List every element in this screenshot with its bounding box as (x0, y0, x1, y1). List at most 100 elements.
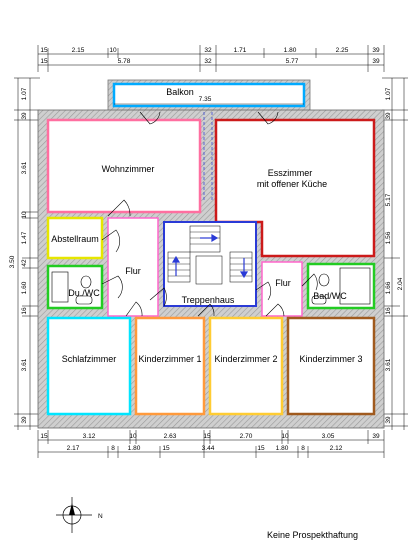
toilet-icon (318, 273, 330, 287)
dim-label: 3.44 (202, 445, 215, 452)
dim-label: 1.80 (284, 47, 297, 54)
dim-label: 32 (204, 58, 212, 65)
door-icon (265, 303, 285, 317)
doors (101, 111, 318, 317)
dim-label: 42 (21, 259, 28, 267)
balcony: Balkon 7.35 (107, 79, 311, 113)
dimension-lines-right (382, 77, 408, 430)
dim-label: 5.77 (286, 58, 299, 65)
dim-label: 2.25 (336, 47, 349, 54)
dim-label: 2.04 (397, 277, 404, 290)
dim-label: 16 (385, 307, 392, 315)
room-wohnzimmer (46, 118, 202, 214)
dimension-labels-bottom-row1: 15 3.12 10 2.63 15 2.70 10 3.05 39 (40, 433, 380, 440)
dimension-labels-top-row1: 15 2.15 10 32 1.71 1.80 2.25 39 (40, 47, 380, 54)
dim-label: 10 (109, 47, 117, 54)
dim-label: 8 (111, 445, 115, 452)
door-icon (101, 275, 123, 299)
dim-label: 15 (203, 433, 211, 440)
dim-label: 15 (40, 47, 48, 54)
room-label-kinderzimmer-2: Kinderzimmer 2 (214, 354, 277, 364)
door-icon (139, 111, 161, 125)
dim-label: 10 (281, 433, 289, 440)
dim-label: 2.63 (164, 433, 177, 440)
room-kinderzimmer-3 (286, 316, 376, 416)
room-schlafzimmer (46, 316, 132, 416)
room-label-flur-right: Flur (275, 278, 291, 288)
dim-label: 15 (162, 445, 170, 452)
dim-label: 15 (40, 58, 48, 65)
dim-label: 2.70 (240, 433, 253, 440)
room-labels: Wohnzimmer Esszimmer mit offener Küche A… (51, 164, 362, 364)
room-label-wohnzimmer: Wohnzimmer (102, 164, 155, 174)
door-icon (125, 301, 143, 317)
dim-label: 39 (21, 416, 28, 424)
dim-label: 15 (257, 445, 265, 452)
sink-icon (75, 295, 93, 305)
dim-label: 5.78 (118, 58, 131, 65)
room-kinderzimmer-2 (208, 316, 284, 416)
door-icon (257, 111, 279, 125)
dim-label: 1.80 (128, 445, 141, 452)
bathtub-icon (339, 267, 371, 305)
dim-label: 1.80 (276, 445, 289, 452)
room-flur-left (107, 217, 159, 317)
dim-label: 3.61 (21, 161, 28, 174)
dim-label: 1.07 (21, 87, 28, 100)
dimension-lines-top (37, 45, 385, 72)
room-label-abstellraum: Abstellraum (51, 234, 99, 244)
room-label-du-wc: Du./WC (68, 288, 100, 298)
dimension-lines-bottom (37, 430, 385, 458)
room-label-flur-left: Flur (125, 266, 141, 276)
dim-label: 1.71 (234, 47, 247, 54)
dim-label: 3.61 (385, 358, 392, 371)
room-label-esszimmer-kueche: mit offener Küche (257, 179, 327, 189)
dim-label: 2.12 (330, 445, 343, 452)
dim-label: 1.66 (385, 281, 392, 294)
dim-label: 39 (385, 112, 392, 120)
balcony-floor (112, 82, 306, 108)
dim-label: 32 (204, 47, 212, 54)
toilet-icon (80, 275, 92, 289)
dim-label: 3.12 (83, 433, 96, 440)
dim-label: 2.17 (67, 445, 80, 452)
compass-north-label: N (98, 513, 103, 520)
dim-label: 15 (40, 433, 48, 440)
door-icon (149, 287, 167, 307)
room-label-kinderzimmer-3: Kinderzimmer 3 (299, 354, 362, 364)
room-label-treppenhaus: Treppenhaus (182, 295, 235, 305)
dim-label: 1.60 (21, 281, 28, 294)
dimension-labels-left: 1.07 39 3.61 10 1.47 42 3.50 1.60 16 3.6… (9, 87, 28, 423)
room-flur-right (261, 261, 303, 317)
bathroom-fixtures (51, 267, 371, 305)
dim-label: 3.05 (322, 433, 335, 440)
door-icon (197, 303, 215, 317)
balcony-width-label: 7.35 (199, 96, 212, 103)
dim-label: 2.15 (72, 47, 85, 54)
dim-label: 39 (372, 433, 380, 440)
dimension-lines-left (14, 77, 40, 430)
dim-label: 10 (21, 211, 28, 219)
dim-label: 39 (372, 47, 380, 54)
compass-icon: N (56, 497, 103, 533)
dimension-labels-bottom-row2: 2.17 8 1.80 15 3.44 15 1.80 8 2.12 (67, 445, 343, 452)
door-icon (107, 199, 131, 217)
room-label-schlafzimmer: Schlafzimmer (62, 354, 117, 364)
dim-label: 3.50 (9, 255, 16, 268)
door-icon (301, 273, 318, 291)
room-label-kinderzimmer-1: Kinderzimmer 1 (138, 354, 201, 364)
dim-label: 16 (21, 307, 28, 315)
sink-icon (311, 295, 327, 305)
dim-label: 39 (21, 112, 28, 120)
room-label-bad-wc: Bad/WC (313, 291, 347, 301)
room-kinderzimmer-1 (134, 316, 206, 416)
dim-label: 5.17 (385, 193, 392, 206)
stairs (167, 225, 253, 285)
dim-label: 1.07 (385, 87, 392, 100)
dimension-labels-right: 1.07 39 5.17 1.56 2.04 1.66 16 3.61 39 (385, 87, 404, 423)
dim-label: 3.61 (21, 358, 28, 371)
dim-label: 1.56 (385, 231, 392, 244)
room-label-esszimmer: Esszimmer (268, 168, 313, 178)
dim-label: 10 (129, 433, 137, 440)
